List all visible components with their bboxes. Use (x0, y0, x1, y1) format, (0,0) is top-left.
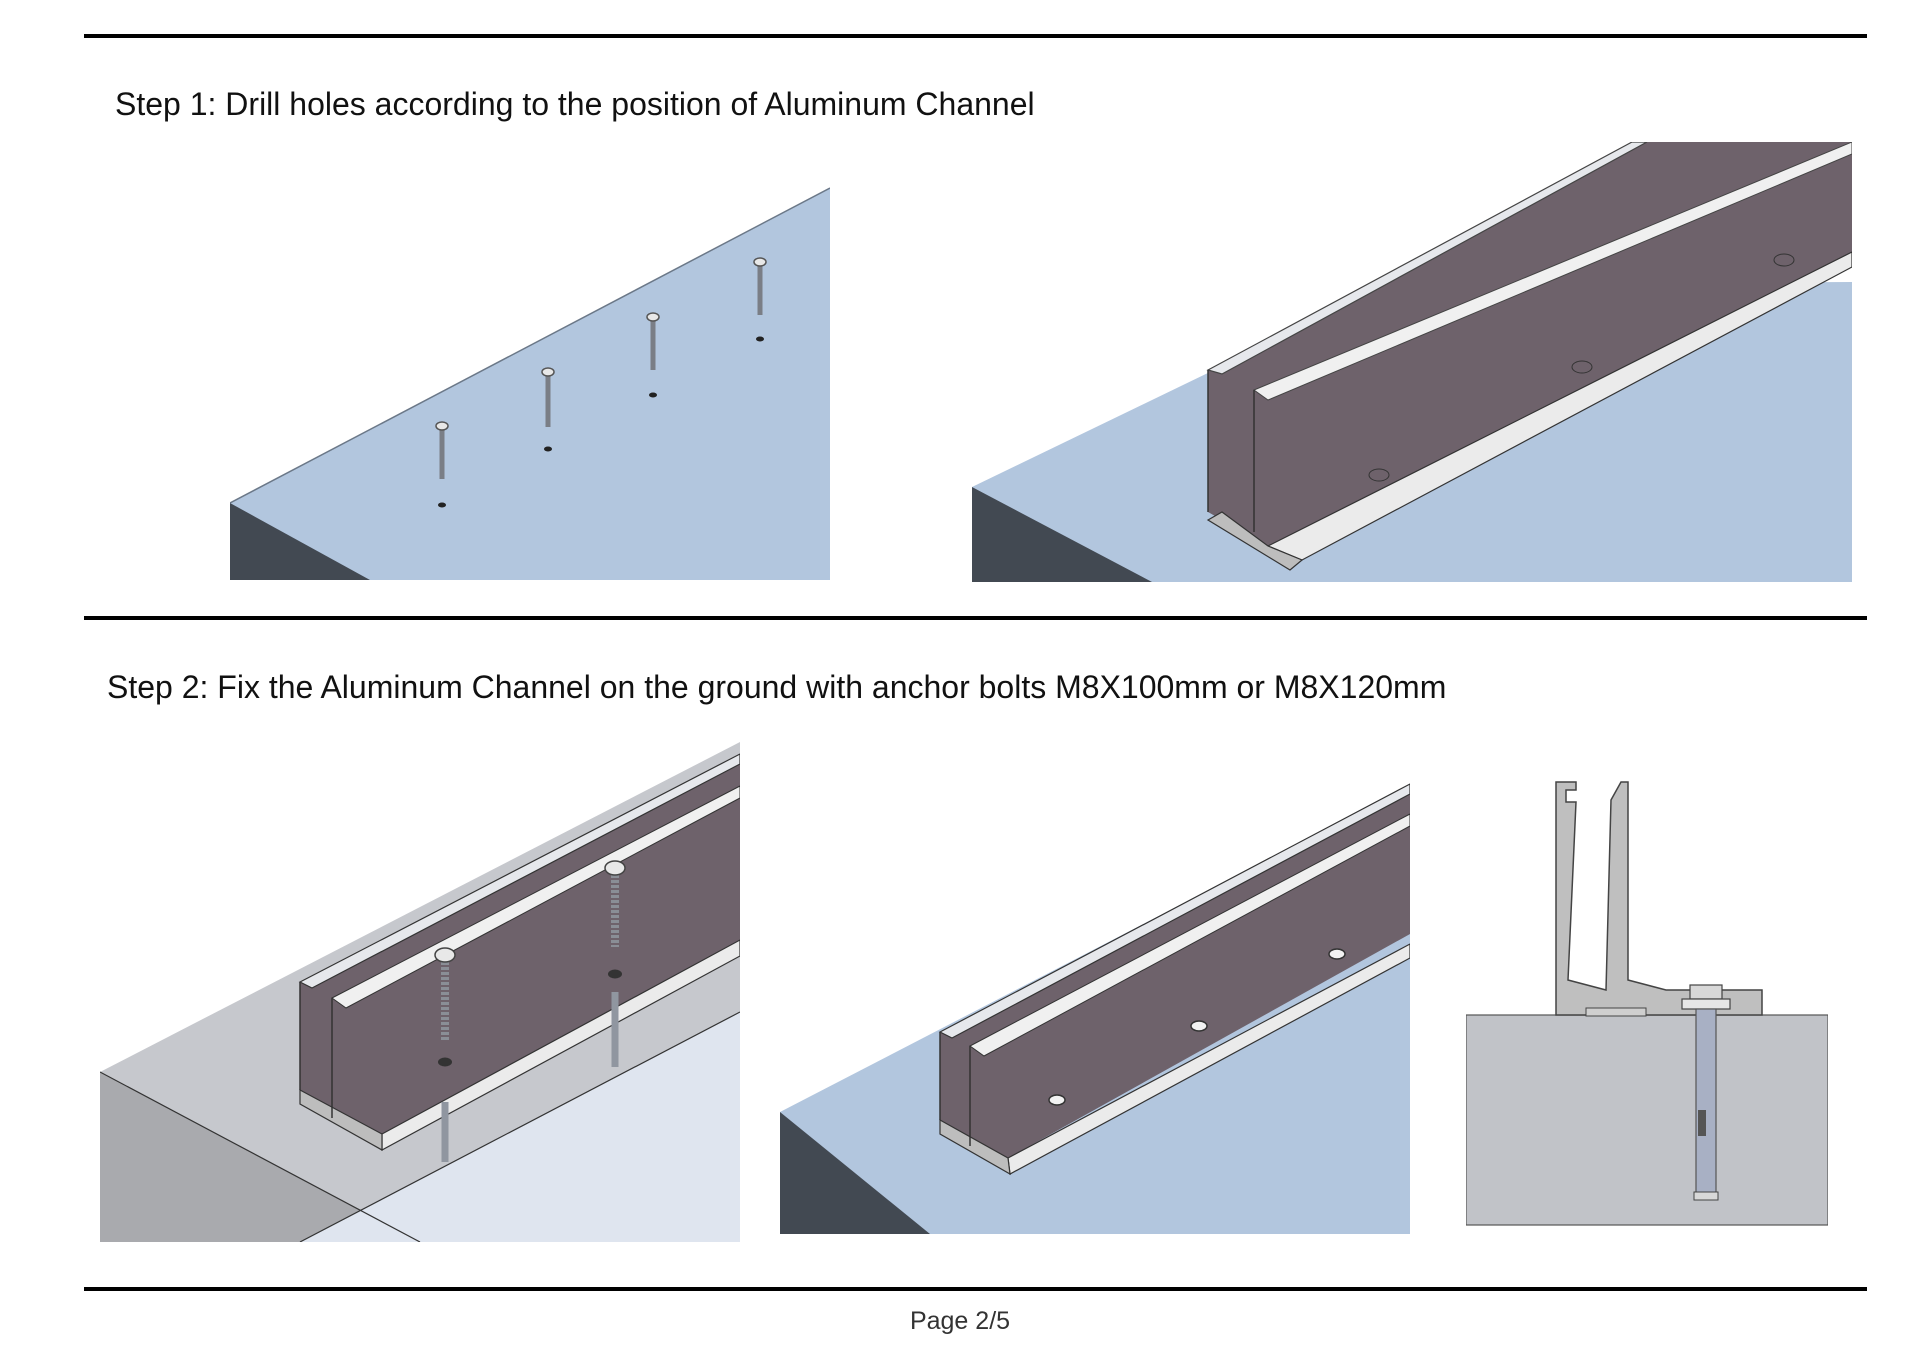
anchor-bolt-icon (753, 257, 767, 342)
step1-channel-figure (972, 142, 1852, 582)
anchor-bolt-icon (646, 312, 660, 398)
anchor-bolt-icon (541, 367, 555, 452)
anchor-bolt-icon (434, 947, 456, 1162)
step2-fixed-figure (780, 783, 1410, 1234)
step2-bolted-figure (100, 742, 740, 1242)
step1-anchors-figure (230, 187, 830, 580)
bottom-rule (84, 1287, 1867, 1291)
top-rule (84, 34, 1867, 38)
anchor-bolt-icon (1681, 984, 1731, 1201)
step2-section-figure (1466, 781, 1828, 1226)
page-number: Page 2/5 (909, 1307, 1011, 1335)
middle-rule (84, 616, 1867, 620)
step-2-title: Step 2: Fix the Aluminum Channel on the … (107, 669, 1447, 705)
anchor-bolt-icon (604, 860, 626, 1067)
step-1-title: Step 1: Drill holes according to the pos… (115, 86, 1035, 122)
anchor-bolt-icon (435, 421, 449, 508)
